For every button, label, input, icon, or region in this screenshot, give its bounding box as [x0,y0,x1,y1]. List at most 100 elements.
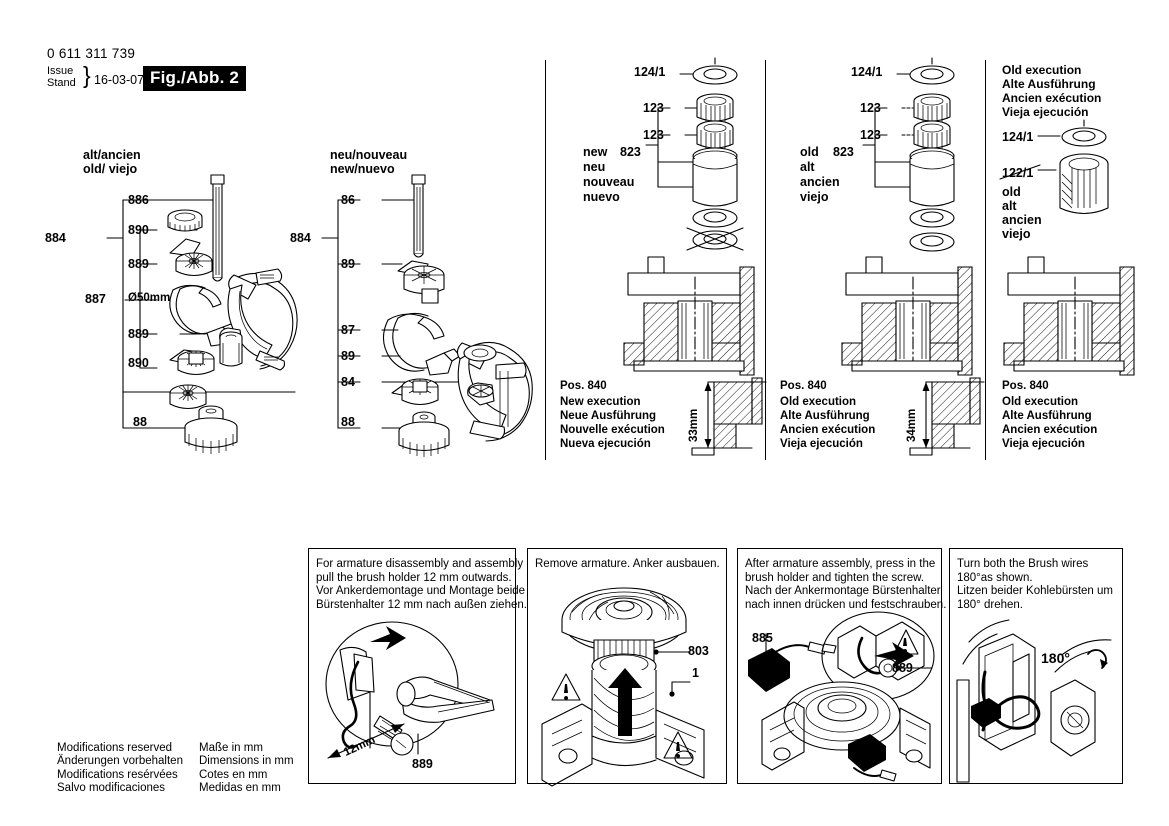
panel-new-pos-title: Pos. 840 [560,380,607,392]
panel-oldexec-pos-line-2: Ancien exécution [1002,424,1098,436]
instruction-art-2 [532,578,724,787]
callout-87: 87 [341,323,355,337]
stand-label: Stand [47,77,76,89]
panel-new-pos-line-0: New execution [560,396,641,408]
left-assembly-heading: alt/ancien old/ viejo [83,148,141,176]
panel-oldexec-title-2: Ancien exécution [1002,91,1102,105]
panel-old-pos-line-2: Ancien exécution [780,424,876,436]
panel-new-group-lang-0: new [583,145,608,159]
instruction-art-1 [314,612,510,772]
panel-old-group-lang-1: alt [800,160,815,174]
instruction-callout-885: 885 [752,631,773,645]
instruction-callout-803: 803 [688,644,709,658]
instruction-text-4: Turn both the Brush wires 180°as shown. … [957,558,1113,611]
instruction-art-3 [742,611,940,782]
panel-old-group-lang-3: viejo [800,190,829,204]
callout-887: 887 [85,292,106,306]
panel-old-group-number: 823 [833,145,854,159]
callout-889-upper: 889 [128,257,149,271]
strikethrough-icon [998,163,1044,183]
instruction-text-1: For armature disassembly and assembly pu… [316,558,527,611]
panel-old-section [838,255,988,376]
panel-oldexec-title-3: Vieja ejecución [1002,105,1089,119]
panel-oldexec-title-0: Old execution [1002,63,1082,77]
footer-modifications: Modifications reserved Änderungen vorbeh… [57,742,183,795]
panel-oldexec-pos-line-3: Vieja ejecución [1002,438,1085,450]
callout-84: 84 [341,375,355,389]
panel-new-dimension-label: 33mm [688,408,700,442]
panel-new-artwork [630,57,760,260]
panel-old-dimension-label: 34mm [906,408,918,442]
panel-oldexec-pos-title: Pos. 840 [1002,380,1049,392]
panel-new-section [620,255,770,376]
instruction-box-4 [949,548,1123,784]
panel-oldexec-lang-0: old [1002,185,1021,199]
issue-label: Issue [47,65,74,77]
issue-date: 16-03-07 [94,73,145,87]
panel-old-group-lang-0: old [800,145,819,159]
callout-890-lower: 890 [128,356,149,370]
instruction-art-4 [955,612,1121,783]
panel-oldexec-section [1000,255,1150,376]
callout-886: 886 [128,193,149,207]
panel-oldexec-lang-3: viejo [1002,227,1031,241]
panel-new-group-number: 823 [620,145,641,159]
left-heading-line2: old/ viejo [83,162,138,176]
panel-new-group-lang-2: nouveau [583,175,635,189]
panel-new-callout-124-1: 124/1 [634,65,666,79]
panel-oldexec-title-1: Alte Ausführung [1002,77,1096,91]
panel-old-pos-line-3: Vieja ejecución [780,438,863,450]
panel-old-callout-123-a: 123 [860,101,881,115]
panel-new-dimension-art [690,377,770,458]
part-number: 0 611 311 739 [47,46,136,61]
instruction-text-3: After armature assembly, press in the br… [745,558,947,611]
panel-oldexec-lang-2: ancien [1002,213,1042,227]
panel-divider-2 [765,60,766,460]
callout-884-left: 884 [45,231,66,245]
panel-old-callout-123-b: 123 [860,128,881,142]
rotation-arrow-icon [1082,646,1112,676]
right-heading-line2: new/nuevo [330,162,395,176]
instruction-callout-1: 1 [692,666,699,680]
panel-new-pos-line-2: Nouvelle exécution [560,424,665,436]
panel-divider-1 [545,60,546,460]
panel-oldexec-artwork [1036,119,1126,244]
panel-new-callout-123-a: 123 [643,101,664,115]
figure-badge: Fig./Abb. 2 [143,66,247,91]
callout-89-lower: 89 [341,349,355,363]
panel-divider-3 [985,60,986,460]
panel-old-dimension-art [908,377,988,458]
callout-88-left: 88 [133,415,147,429]
panel-old-pos-line-1: Alte Ausführung [780,410,870,422]
panel-new-pos-line-3: Nueva ejecución [560,438,651,450]
instruction-callout-180deg: 180° [1041,650,1070,666]
instruction-callout-889-box3: 889 [892,661,913,675]
instruction-callout-889-box1: 889 [412,757,433,771]
callout-884-right: 884 [290,231,311,245]
right-assembly-heading: neu/nouveau new/nuevo [330,148,407,176]
left-assembly-artwork [160,165,345,455]
panel-new-callout-123-b: 123 [643,128,664,142]
panel-oldexec-callout-124-1: 124/1 [1002,130,1034,144]
callout-890-upper: 890 [128,223,149,237]
callout-89-upper: 89 [341,257,355,271]
callout-889-lower: 889 [128,327,149,341]
footer-dimensions: Maße in mm Dimensions in mm Cotes en mm … [199,742,294,795]
callout-88-right: 88 [341,415,355,429]
brace-glyph: } [83,62,91,88]
left-heading-line1: alt/ancien [83,148,141,162]
panel-old-artwork [847,57,977,260]
panel-old-pos-title: Pos. 840 [780,380,827,392]
panel-oldexec-pos-line-0: Old execution [1002,396,1079,408]
callout-86: 86 [341,193,355,207]
panel-new-group-lang-3: nuevo [583,190,620,204]
instruction-text-2: Remove armature. Anker ausbauen. [535,558,720,570]
right-heading-line1: neu/nouveau [330,148,408,162]
panel-new-group-lang-1: neu [583,160,606,174]
right-assembly-artwork [382,165,562,457]
panel-old-pos-line-0: Old execution [780,396,857,408]
diameter-note: Ø50mm [128,292,171,304]
panel-old-group-lang-2: ancien [800,175,840,189]
panel-new-pos-line-1: Neue Ausführung [560,410,657,422]
